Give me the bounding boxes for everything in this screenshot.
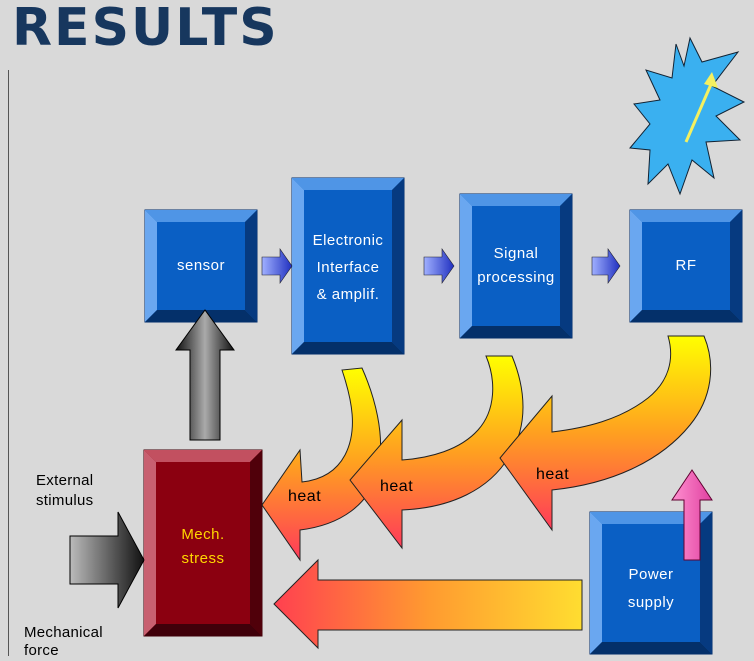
power-supply-block xyxy=(589,511,713,655)
flow-arrow-3 xyxy=(591,248,621,284)
heat-label-2: heat xyxy=(380,478,414,495)
power-heat-arrow xyxy=(273,558,583,650)
mechanical-force-line1: Mechanical xyxy=(24,624,103,641)
mechanical-force-line2: force xyxy=(24,642,59,659)
interface-block xyxy=(291,177,405,355)
heat-label-3: heat xyxy=(536,466,570,483)
interface-label-line3: & amplif. xyxy=(316,286,380,303)
page-title: RESULTS xyxy=(12,0,279,58)
mech-label-line2: stress xyxy=(181,550,225,567)
mech-label-line1: Mech. xyxy=(181,526,225,543)
heat-arrow-rf xyxy=(499,335,712,532)
signal-label-line1: Signal xyxy=(493,245,539,262)
signal-label-line2: processing xyxy=(477,269,555,286)
mech-stress-block xyxy=(143,449,263,637)
power-label-line1: Power xyxy=(628,566,674,583)
rf-label: RF xyxy=(675,257,697,274)
left-divider xyxy=(8,70,9,656)
power-to-rf-arrow xyxy=(671,469,713,561)
heat-label-1: heat xyxy=(288,488,322,505)
external-stimulus-line1: External xyxy=(36,472,94,489)
flow-arrow-1 xyxy=(261,248,293,284)
signal-processing-block xyxy=(459,193,573,339)
stress-to-sensor-arrow xyxy=(175,309,235,441)
rf-burst-icon xyxy=(629,36,746,196)
interface-label-line2: Interface xyxy=(316,259,380,276)
external-stimulus-line2: stimulus xyxy=(36,492,94,509)
interface-label-line1: Electronic xyxy=(312,232,384,249)
external-stimulus-arrow xyxy=(69,511,145,609)
sensor-label: sensor xyxy=(176,257,226,274)
heat-arrow-signal xyxy=(349,355,524,550)
heat-arrow-interface xyxy=(261,367,382,562)
sensor-block xyxy=(144,209,258,323)
flow-arrow-2 xyxy=(423,248,455,284)
rf-block xyxy=(629,209,743,323)
power-label-line2: supply xyxy=(627,594,675,611)
